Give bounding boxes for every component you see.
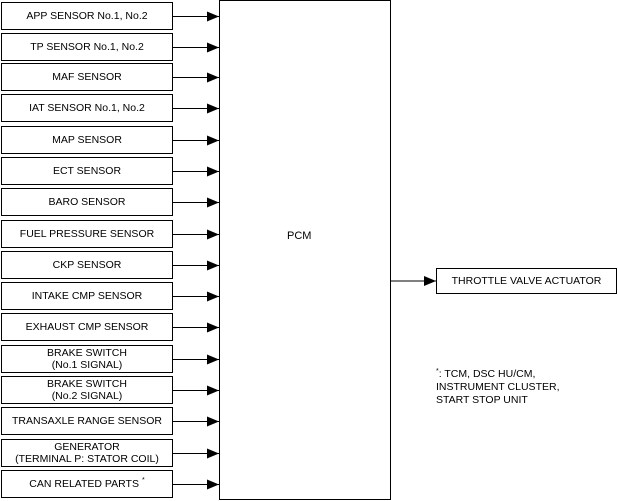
input-box: BRAKE SWITCH(No.1 SIGNAL) (1, 345, 173, 373)
input-label-line2: (TERMINAL P: STATOR COIL) (15, 453, 159, 465)
footnote-text: : TCM, DSC HU/CM, INSTRUMENT CLUSTER, ST… (436, 368, 560, 406)
input-box: CKP SENSOR (1, 251, 173, 279)
input-box: MAP SENSOR (1, 126, 173, 154)
input-box: IAT SENSOR No.1, No.2 (1, 94, 173, 122)
input-label: TP SENSOR No.1, No.2 (30, 41, 144, 53)
input-label: MAF SENSOR (52, 71, 122, 83)
input-label: BRAKE SWITCH (47, 347, 127, 359)
input-label: GENERATOR (54, 441, 120, 453)
input-label: EXHAUST CMP SENSOR (25, 321, 149, 333)
input-box: CAN RELATED PARTS* (1, 470, 173, 498)
footnote: *: TCM, DSC HU/CM, INSTRUMENT CLUSTER, S… (436, 368, 559, 407)
pcm-box (219, 0, 391, 500)
input-label: INTAKE CMP SENSOR (31, 290, 143, 302)
input-label: ECT SENSOR (52, 165, 122, 177)
input-box: MAF SENSOR (1, 63, 173, 91)
pcm-label: PCM (287, 230, 312, 242)
input-label-line2: (No.1 SIGNAL) (51, 359, 123, 371)
input-box: APP SENSOR No.1, No.2 (1, 2, 173, 30)
throttle-valve-actuator-box: THROTTLE VALVE ACTUATOR (436, 268, 617, 294)
input-arrows (173, 11, 219, 490)
input-box: BARO SENSOR (1, 188, 173, 216)
input-box: GENERATOR(TERMINAL P: STATOR COIL) (1, 439, 173, 467)
input-box: INTAKE CMP SENSOR (1, 282, 173, 310)
input-box: BRAKE SWITCH(No.2 SIGNAL) (1, 376, 173, 404)
input-label: TRANSAXLE RANGE SENSOR (12, 415, 162, 427)
input-label: CAN RELATED PARTS (29, 478, 139, 490)
input-box: EXHAUST CMP SENSOR (1, 313, 173, 341)
input-box: TP SENSOR No.1, No.2 (1, 33, 173, 61)
input-label: APP SENSOR No.1, No.2 (26, 10, 148, 22)
input-label-line2: (No.2 SIGNAL) (51, 390, 123, 402)
input-label: CKP SENSOR (52, 259, 122, 271)
input-label: BARO SENSOR (48, 196, 126, 208)
input-label: FUEL PRESSURE SENSOR (19, 228, 155, 240)
input-box: TRANSAXLE RANGE SENSOR (1, 407, 173, 435)
input-box: ECT SENSOR (1, 157, 173, 185)
input-label: IAT SENSOR No.1, No.2 (29, 102, 145, 114)
footnote-mark: * (141, 477, 145, 484)
footnote-mark: * (436, 368, 439, 375)
throttle-valve-actuator-label: THROTTLE VALVE ACTUATOR (451, 275, 602, 287)
input-label: MAP SENSOR (52, 134, 122, 146)
input-box: FUEL PRESSURE SENSOR (1, 220, 173, 248)
input-label: BRAKE SWITCH (47, 378, 127, 390)
